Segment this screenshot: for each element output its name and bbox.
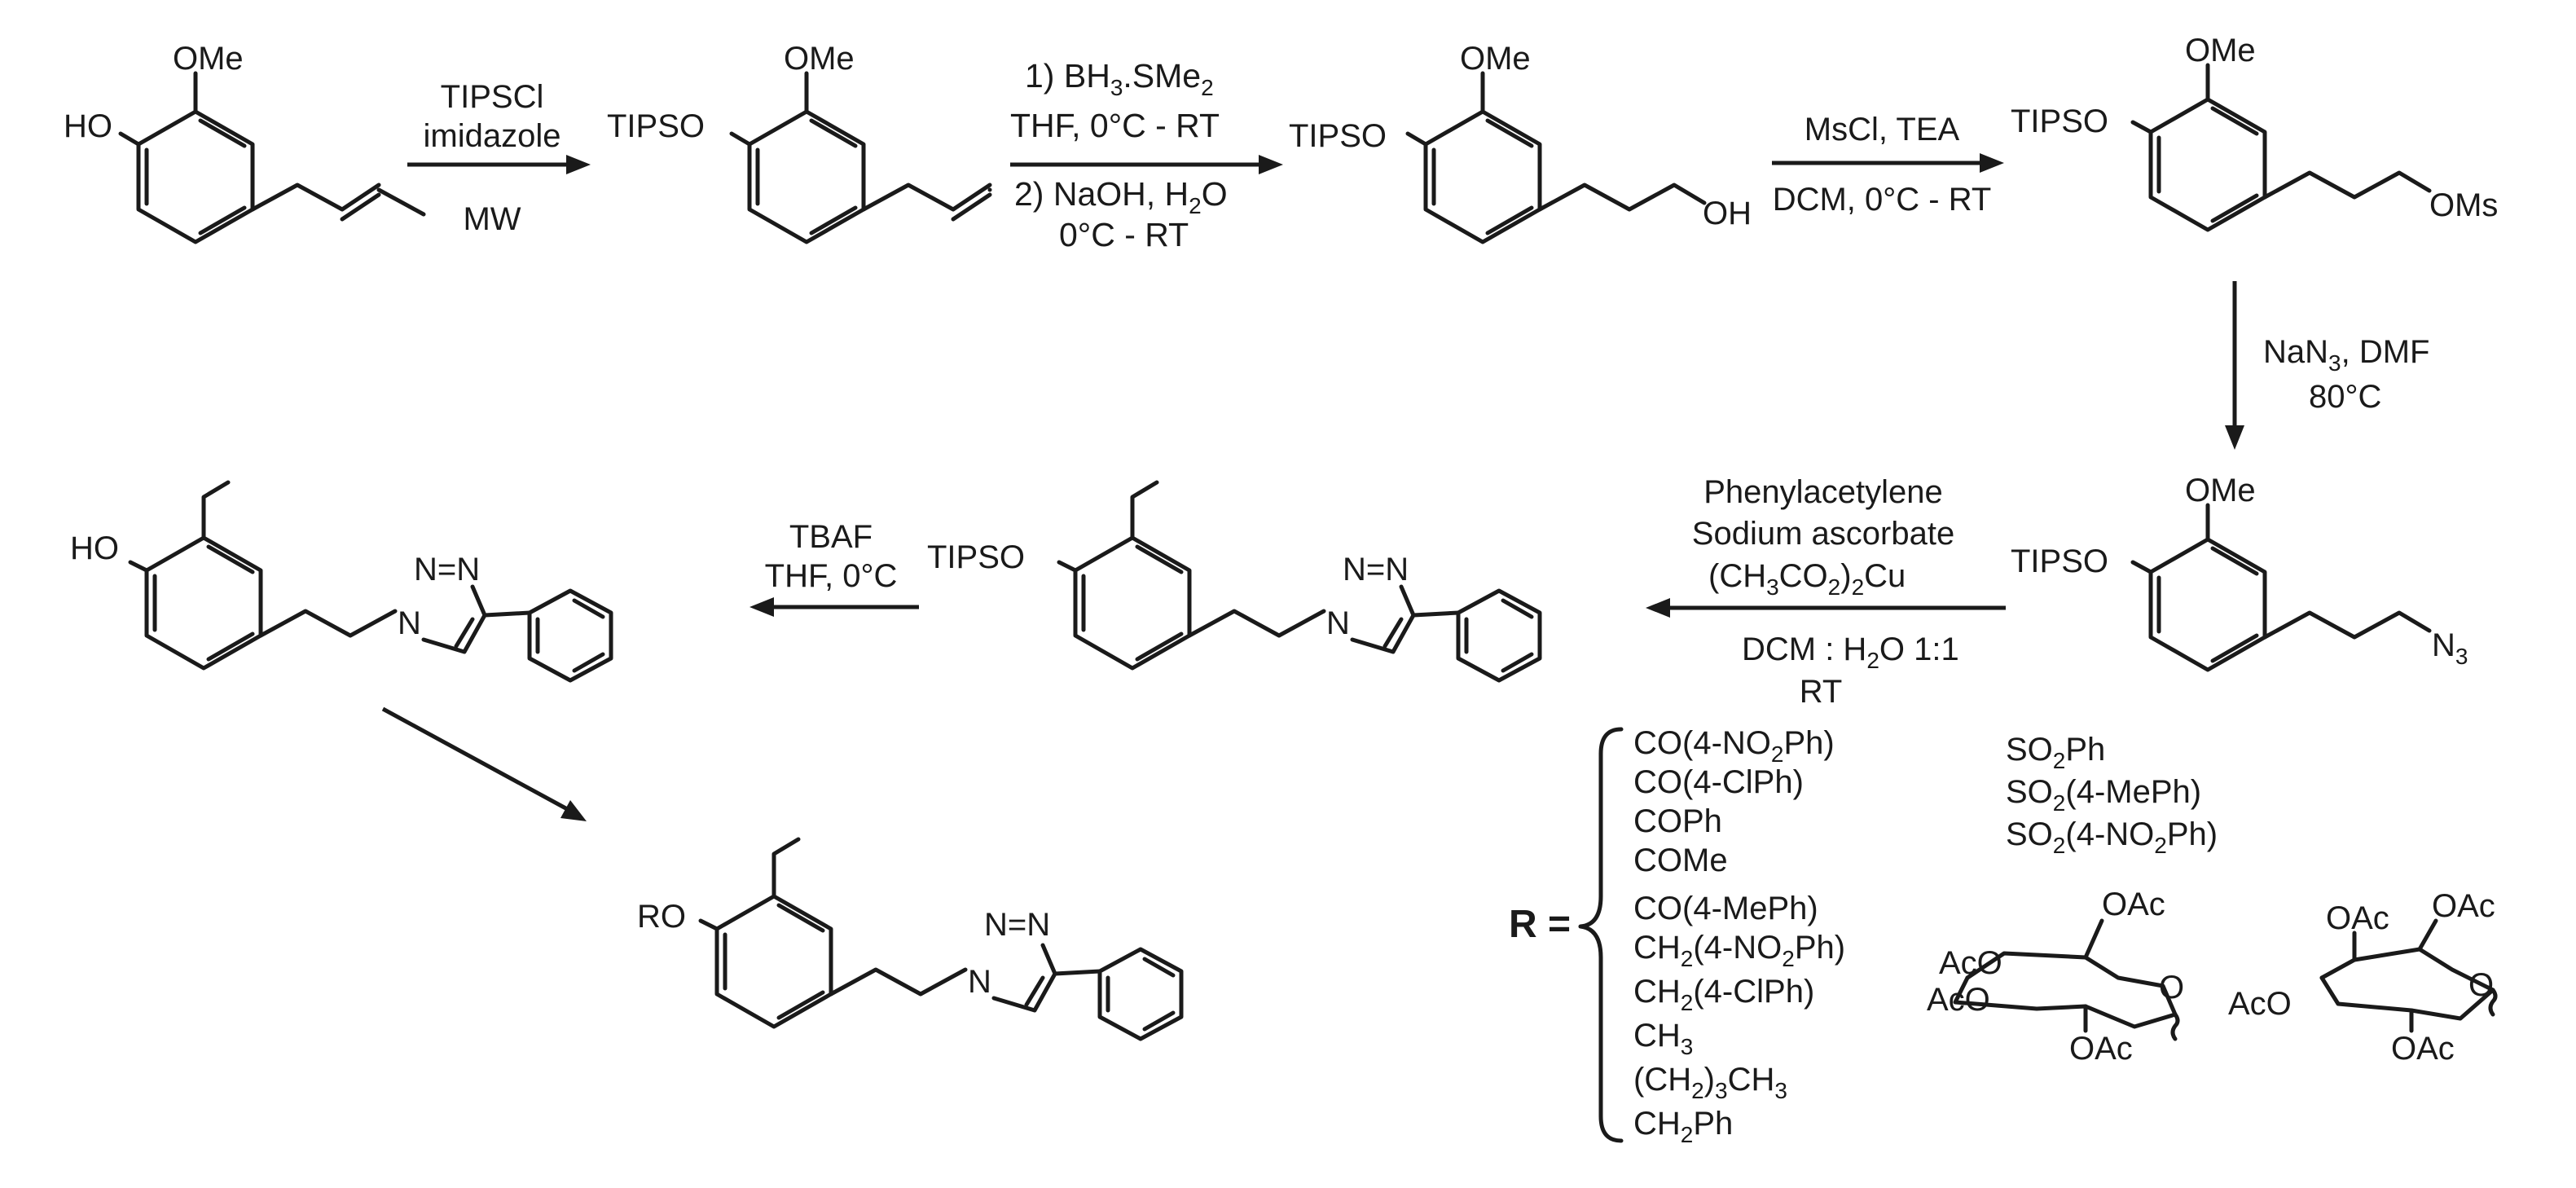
ho-label: HO: [64, 108, 112, 144]
tipso-label: TIPSO: [2011, 543, 2108, 579]
r-option: CO(4-ClPh): [1633, 764, 1804, 800]
compound-r-triazole: RO N N=N: [637, 837, 1184, 1041]
reagent-tipscl: TIPSCl: [441, 79, 544, 115]
r-equals-label: R =: [1509, 903, 1571, 946]
oac-label: OAc: [2391, 1031, 2455, 1067]
tipso-label: TIPSO: [2011, 103, 2108, 139]
step-arrow-7: [381, 706, 587, 821]
aco-label: AcO: [2228, 986, 2292, 1022]
condition-mw: MW: [463, 201, 521, 237]
compound-mesylate: OMe TIPSO OMs: [2011, 33, 2498, 232]
condition-dcm: DCM, 0°C - RT: [1773, 182, 1992, 218]
compound-azide: OMe TIPSO N3: [2011, 473, 2468, 672]
aco-label: AcO: [1939, 945, 2002, 981]
ome-label: OMe: [1460, 41, 1531, 77]
oh-label: OH: [1703, 196, 1752, 231]
reagent-phenylacetylene: Phenylacetylene: [1703, 474, 1943, 510]
condition-thf: THF, 0°C - RT: [1010, 107, 1220, 144]
compound-eugenol: OMe HO: [64, 41, 426, 244]
step-arrow-2: 1) BH3.SMe2 THF, 0°C - RT 2) NaOH, H2O 0…: [1010, 57, 1283, 253]
n3-label: N3: [2432, 627, 2468, 669]
reagent-copper-acetate: (CH3CO2)2Cu: [1708, 558, 1906, 600]
triazole-nn: N=N: [414, 552, 480, 587]
r-option: CO(4-NO2Ph): [1633, 725, 1835, 767]
condition-80c: 80°C: [2309, 379, 2381, 415]
reagent-sodium-ascorbate: Sodium ascorbate: [1692, 516, 1954, 552]
reagent-bh3-sme2: 1) BH3.SMe2: [1025, 57, 1214, 100]
oac-label: OAc: [2102, 887, 2165, 922]
compound-tips-eugenol: OMe TIPSO: [607, 41, 992, 244]
step-arrow-5: Phenylacetylene Sodium ascorbate (CH3CO2…: [1646, 474, 2006, 710]
ome-label: OMe: [784, 41, 855, 77]
r-group-legend: R = CO(4-NO2Ph) CO(4-ClPh) COPh COMe CO(…: [1509, 725, 2498, 1147]
ome-label: OMe: [173, 41, 244, 77]
condition-dcm-water: DCM : H2O 1:1: [1742, 631, 1959, 673]
oac-label: OAc: [2069, 1031, 2133, 1067]
triazole-n1: N: [968, 964, 991, 1000]
ho-label: HO: [70, 530, 119, 566]
step-arrow-6: TBAF THF, 0°C: [750, 519, 919, 617]
reagent-tbaf: TBAF: [789, 519, 873, 555]
r-option: CH2(4-ClPh): [1633, 974, 1814, 1015]
r-option: CO(4-MePh): [1633, 891, 1818, 926]
oac-label: OAc: [2326, 900, 2389, 936]
reagent-imidazole: imidazole: [424, 118, 561, 154]
compound-phenol-triazole: HO N N=N: [70, 480, 613, 683]
ro-label: RO: [637, 899, 686, 935]
tipso-label: TIPSO: [1289, 118, 1387, 154]
reagent-mscl-tea: MsCl, TEA: [1805, 112, 1960, 147]
r-option: CH2(4-NO2Ph): [1633, 930, 1845, 971]
oac-label: OAc: [2432, 888, 2495, 924]
sugar-glucosyl: OAc AcO AcO O OAc: [1927, 887, 2184, 1067]
r-option: SO2Ph: [2006, 732, 2105, 773]
tipso-label: TIPSO: [607, 108, 705, 144]
triazole-n1: N: [398, 605, 421, 641]
reagent-nan3: NaN3, DMF: [2263, 334, 2429, 376]
r-option: (CH2)3CH3: [1633, 1062, 1787, 1103]
ome-label: OMe: [2185, 33, 2256, 68]
compound-tips-triazole: TIPSO N N=N: [927, 480, 1542, 683]
r-option: CH2Ph: [1633, 1106, 1733, 1147]
sugar-galactosyl: OAc OAc AcO O OAc: [2228, 888, 2498, 1067]
r-option: COMe: [1633, 843, 1728, 878]
step-arrow-1: TIPSCl imidazole MW: [407, 79, 591, 237]
ome-label: OMe: [2185, 473, 2256, 508]
ring-oxygen: O: [2468, 967, 2494, 1003]
r-option: CH3: [1633, 1018, 1693, 1059]
step-arrow-4: NaN3, DMF 80°C: [2225, 281, 2429, 450]
tipso-label: TIPSO: [927, 539, 1025, 575]
oms-label: OMs: [2429, 187, 2498, 223]
step-arrow-3: MsCl, TEA DCM, 0°C - RT: [1772, 112, 2004, 218]
aco-label: AcO: [1927, 982, 1990, 1018]
triazole-n1: N: [1326, 605, 1350, 641]
condition-thf-0c: THF, 0°C: [765, 558, 898, 594]
r-group-list-sulfonyl: SO2Ph SO2(4-MePh) SO2(4-NO2Ph): [2006, 732, 2218, 858]
r-option: COPh: [1633, 803, 1722, 839]
compound-alcohol: OMe TIPSO OH: [1289, 41, 1752, 244]
r-option: SO2(4-NO2Ph): [2006, 816, 2218, 858]
r-option: SO2(4-MePh): [2006, 774, 2201, 816]
condition-temp: 0°C - RT: [1059, 216, 1189, 253]
reagent-naoh: 2) NaOH, H2O: [1014, 175, 1228, 218]
condition-rt: RT: [1800, 674, 1843, 710]
ring-oxygen: O: [2159, 970, 2184, 1005]
triazole-nn: N=N: [984, 907, 1050, 943]
triazole-nn: N=N: [1343, 552, 1409, 587]
r-group-list-acyl-alkyl: CO(4-NO2Ph) CO(4-ClPh) COPh COMe CO(4-Me…: [1633, 725, 1845, 1147]
